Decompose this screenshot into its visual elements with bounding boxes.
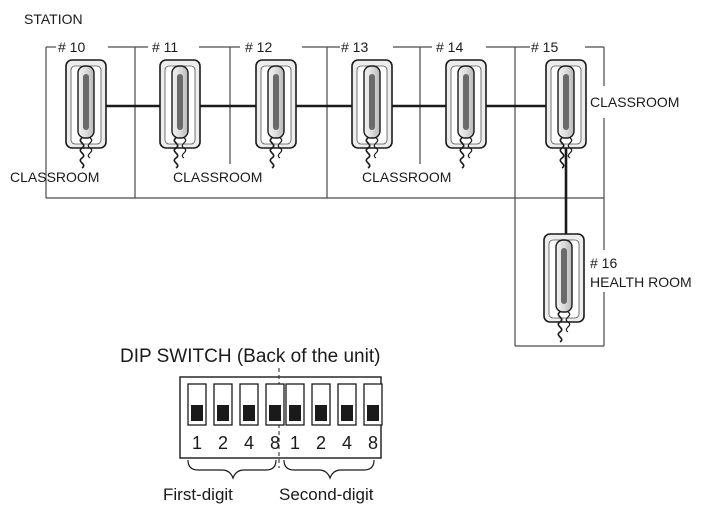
- dip-switch-knob-2: [217, 405, 229, 421]
- second-digit-label: Second-digit: [279, 485, 374, 504]
- dip-switch-number-1: 1: [192, 433, 202, 453]
- health-room-label: HEALTH ROOM: [590, 274, 692, 290]
- dip-switch-number-8: 8: [368, 433, 378, 453]
- intercom-unit-16: [543, 233, 585, 343]
- dip-switch-number-7: 4: [342, 433, 352, 453]
- room-label-classroom-d: CLASSROOM: [590, 94, 679, 110]
- station-label-11: # 11: [152, 39, 178, 55]
- intercom-unit-10: [65, 59, 107, 169]
- digit-braces: [187, 459, 375, 480]
- dip-switch-knob-1: [191, 405, 203, 421]
- dip-switch-knob-5: [289, 405, 301, 421]
- dip-switch-number-6: 2: [316, 433, 326, 453]
- station-label-16: # 16: [590, 255, 617, 271]
- first-digit-label: First-digit: [163, 485, 233, 504]
- intercom-unit-11: [159, 59, 201, 169]
- station-heading: STATION: [24, 11, 83, 27]
- dip-switch-number-4: 8: [270, 433, 280, 453]
- station-label-10: # 10: [58, 39, 85, 55]
- station-label-15: # 15: [531, 39, 558, 55]
- dip-switch-knob-4: [269, 405, 281, 421]
- dip-switch-number-2: 2: [218, 433, 228, 453]
- intercom-unit-13: [351, 59, 393, 169]
- room-label-classroom-a: CLASSROOM: [10, 169, 99, 185]
- room-label-classroom-c: CLASSROOM: [362, 169, 451, 185]
- dip-switch-knob-8: [367, 405, 379, 421]
- dip-switch-number-5: 1: [290, 433, 300, 453]
- station-label-12: # 12: [245, 39, 272, 55]
- dip-switch-knob-6: [315, 405, 327, 421]
- dip-switch-knob-3: [243, 405, 255, 421]
- intercom-unit-12: [255, 59, 297, 169]
- station-label-14: # 14: [436, 39, 463, 55]
- intercom-unit-14: [445, 59, 487, 169]
- station-label-row: # 10 # 11 # 12 # 13 # 14 # 15: [46, 39, 604, 55]
- room-label-classroom-b: CLASSROOM: [173, 169, 262, 185]
- room-boundaries: [45, 47, 605, 347]
- dip-switch-title: DIP SWITCH (Back of the unit): [120, 346, 380, 367]
- dip-switch-knob-7: [341, 405, 353, 421]
- station-label-13: # 13: [341, 39, 368, 55]
- dip-switch-number-3: 4: [244, 433, 254, 453]
